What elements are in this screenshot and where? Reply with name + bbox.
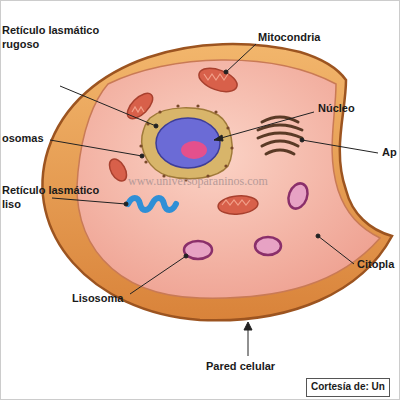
- part-label: Mitocondria: [258, 31, 320, 45]
- nucleolus: [181, 141, 207, 159]
- leader-lines: [50, 44, 378, 356]
- cytoplasm: [77, 60, 380, 298]
- cell-wall: [42, 44, 392, 320]
- mitochondria: [106, 64, 259, 216]
- part-label: Retículo lasmático rugoso: [2, 24, 100, 52]
- smooth-er: [128, 198, 176, 210]
- part-label: Citopla: [357, 258, 394, 272]
- part-label: Núcleo: [318, 102, 355, 116]
- watermark: www.universoparaninos.com: [128, 174, 268, 189]
- golgi: [258, 117, 302, 154]
- credit-note: Cortesía de: Un: [306, 378, 390, 397]
- rough-er: [142, 108, 232, 179]
- part-label: Pared celular: [206, 360, 275, 374]
- part-label: osomas: [2, 132, 44, 146]
- part-label: Ap: [382, 146, 397, 160]
- part-label: Lisosoma: [72, 292, 123, 306]
- part-label: Retículo lasmático liso: [2, 184, 100, 212]
- nucleus: [156, 118, 220, 168]
- lysosomes: [184, 181, 311, 259]
